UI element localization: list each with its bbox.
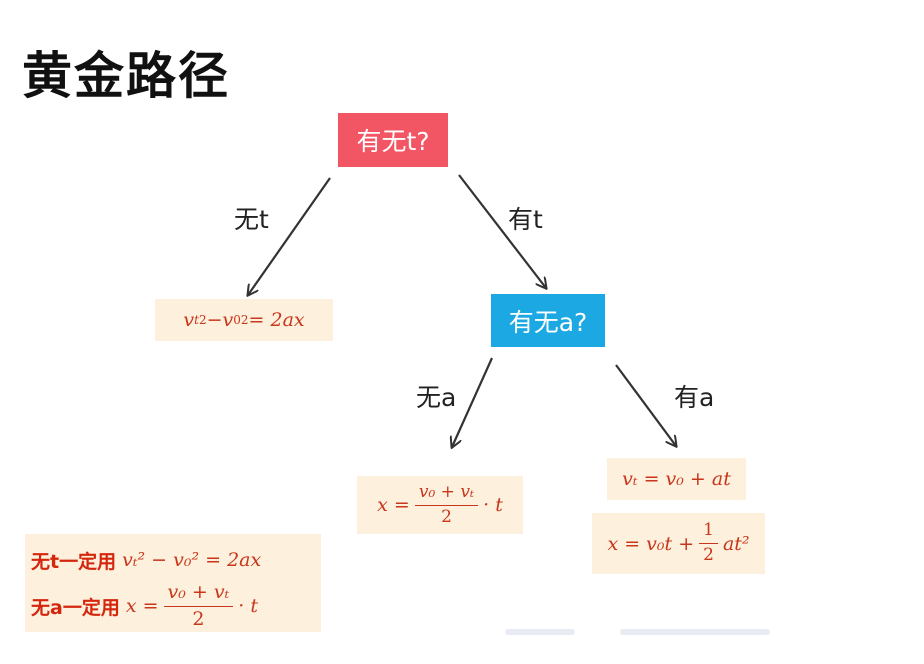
page-title: 黄金路径	[22, 47, 230, 105]
arrow-has-a	[615, 364, 676, 446]
node-has-a-question: 有无a?	[491, 294, 605, 347]
summary-row-no-a: 无a一定用 x = v₀ + vₜ 2 · t	[31, 580, 259, 631]
formula-has-a-velocity: vₜ = v₀ + at	[607, 458, 746, 500]
edge-label-has-t: 有t	[508, 205, 543, 234]
formula-no-a: x = v₀ + vₜ 2 · t	[357, 476, 523, 534]
arrow-no-t	[248, 177, 331, 295]
summary-box: 无t一定用 vₜ² − v₀² = 2ax 无a一定用 x = v₀ + vₜ …	[25, 534, 321, 632]
summary-row-no-t: 无t一定用 vₜ² − v₀² = 2ax	[31, 549, 262, 573]
arrow-has-t	[458, 174, 546, 288]
edge-label-no-t: 无t	[234, 205, 269, 234]
fraction: v₀ + vₜ 2	[414, 482, 479, 527]
fraction: 1 2	[699, 521, 718, 565]
arrow-no-a	[452, 357, 494, 447]
faint-artifact	[620, 629, 770, 635]
formula-has-a-displacement: x = v₀t + 1 2 at²	[592, 513, 765, 574]
node-has-t-question: 有无t?	[338, 113, 448, 167]
edge-label-has-a: 有a	[674, 383, 715, 412]
fraction: v₀ + vₜ 2	[163, 581, 234, 631]
faint-artifact	[505, 629, 575, 635]
edge-label-no-a: 无a	[416, 383, 457, 412]
